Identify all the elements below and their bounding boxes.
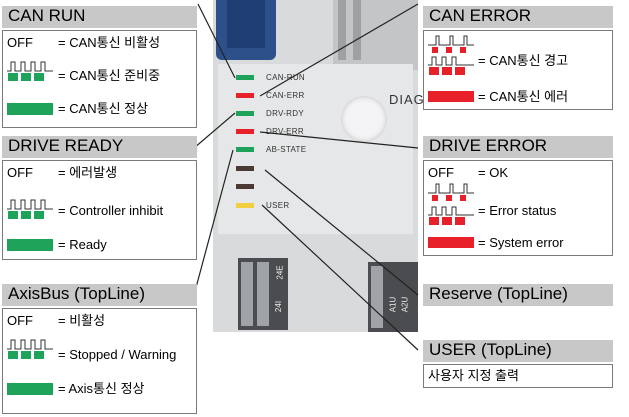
drive-error-solid-icon <box>428 237 474 248</box>
axisbus-panel: OFF = 비활성 = Stopped / Warning = Axis통신 정… <box>2 308 197 414</box>
can-error-title: CAN ERROR <box>429 6 531 25</box>
can-error-solid-icon <box>428 91 474 102</box>
axisbus-title: AxisBus (TopLine) <box>8 284 145 303</box>
drive-error-blink-text: = Error status <box>478 203 556 219</box>
axisbus-solid-text: = Axis통신 정상 <box>58 381 145 397</box>
user-text: 사용자 지정 출력 <box>428 368 519 384</box>
drive-ready-blink-icon <box>7 199 53 221</box>
axisbus-blink-icon <box>7 339 53 361</box>
can-run-solid-icon <box>7 103 53 115</box>
user-title: USER (TopLine) <box>429 340 552 359</box>
drive-ready-panel: OFF = 에러발생 = Controller inhibit = Ready <box>2 160 197 260</box>
can-run-header: CAN RUN <box>2 6 197 28</box>
reserve-header: Reserve (TopLine) <box>423 284 613 306</box>
can-run-panel: OFF = CAN통신 비활성 = CAN통신 준비중 = CAN통신 정상 <box>2 30 197 128</box>
can-run-title: CAN RUN <box>8 6 85 25</box>
can-error-blink-text: = CAN통신 경고 <box>478 53 568 69</box>
drive-ready-title: DRIVE READY <box>8 136 123 155</box>
axisbus-solid-icon <box>7 383 53 395</box>
can-run-off-prefix: OFF <box>7 35 33 51</box>
can-run-solid-text: = CAN통신 정상 <box>58 101 148 117</box>
drive-error-header: DRIVE ERROR <box>423 136 613 158</box>
can-error-blink-icon <box>428 35 474 75</box>
can-error-header: CAN ERROR <box>423 6 613 28</box>
drive-error-panel: OFF = OK = Error status = System error <box>423 160 613 256</box>
axisbus-off-prefix: OFF <box>7 313 33 329</box>
reserve-title: Reserve (TopLine) <box>429 284 568 303</box>
can-error-panel: = CAN통신 경고 = CAN통신 에러 <box>423 30 613 110</box>
drive-ready-off-text: = 에러발생 <box>58 165 117 181</box>
drive-error-blink-icon <box>428 183 474 227</box>
can-run-blink-text: = CAN통신 준비중 <box>58 68 160 84</box>
can-error-solid-text: = CAN통신 에러 <box>478 89 568 105</box>
user-panel: 사용자 지정 출력 <box>423 364 613 388</box>
drive-error-off-text: = OK <box>478 165 508 181</box>
drive-ready-off-prefix: OFF <box>7 165 33 181</box>
can-run-blink-icon <box>7 61 53 83</box>
drive-error-off-prefix: OFF <box>428 165 454 181</box>
axisbus-header: AxisBus (TopLine) <box>2 284 197 306</box>
drive-ready-solid-icon <box>7 239 53 251</box>
can-run-off-text: = CAN통신 비활성 <box>58 35 160 51</box>
drive-ready-blink-text: = Controller inhibit <box>58 203 163 219</box>
drive-error-solid-text: = System error <box>478 235 564 251</box>
drive-error-title: DRIVE ERROR <box>429 136 547 155</box>
axisbus-off-text: = 비활성 <box>58 313 105 329</box>
user-header: USER (TopLine) <box>423 340 613 362</box>
drive-ready-header: DRIVE READY <box>2 136 197 158</box>
axisbus-blink-text: = Stopped / Warning <box>58 347 176 363</box>
drive-ready-solid-text: = Ready <box>58 237 107 253</box>
